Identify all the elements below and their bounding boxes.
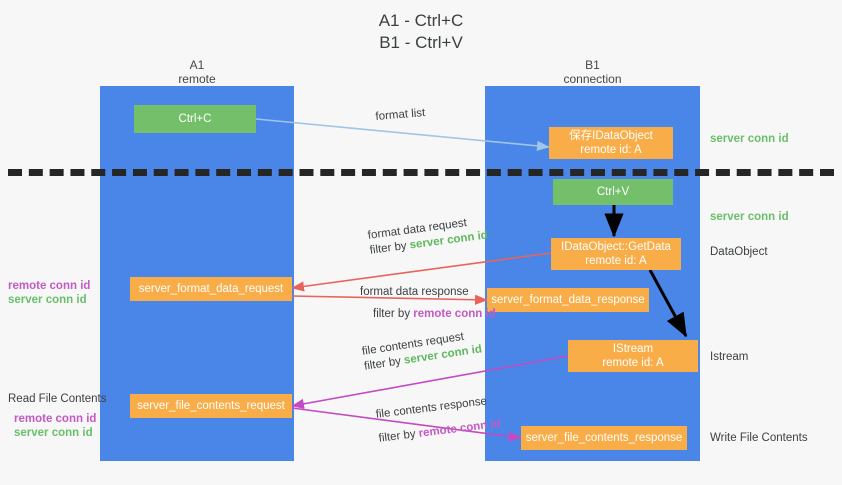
page-title: A1 - Ctrl+C B1 - Ctrl+V — [378, 11, 464, 52]
node-save-idataobject[interactable]: 保存IDataObject remote id: A — [549, 127, 673, 159]
filter-prefix: filter by — [369, 239, 411, 257]
node-server-file-contents-response[interactable]: server_file_contents_response — [521, 426, 687, 450]
right-label-dataobject: DataObject — [710, 246, 768, 258]
right-label-write-file-contents: Write File Contents — [710, 432, 808, 444]
edge-label-format-data-request: format data request filter by server con… — [367, 213, 489, 258]
lane-a1-header: A1 remote — [178, 58, 216, 86]
node-server-file-contents-request[interactable]: server_file_contents_request — [130, 394, 292, 418]
left-label-remote-conn-id-mid: remote conn id — [8, 280, 91, 292]
left-label-read-file-contents: Read File Contents — [8, 393, 107, 405]
right-label-istream: Istream — [710, 351, 749, 363]
node-server-format-data-request[interactable]: server_format_data_request — [130, 277, 292, 301]
node-server-format-data-response[interactable]: server_format_data_response — [487, 288, 649, 312]
edge-format-data-response-line1: format data response — [360, 286, 469, 298]
node-idataobject-getdata[interactable]: IDataObject::GetData remote id: A — [551, 238, 681, 270]
right-label-server-conn-id-second: server conn id — [710, 211, 789, 223]
right-label-server-conn-id-top: server conn id — [710, 133, 789, 145]
left-label-remote-conn-id-low: remote conn id — [14, 413, 97, 425]
edge-format-list-text: format list — [375, 107, 426, 123]
edge-label-file-contents-request: file contents request filter by server c… — [361, 327, 483, 374]
lane-b1-header: B1 connection — [563, 58, 622, 86]
node-ctrl-v[interactable]: Ctrl+V — [553, 179, 673, 205]
edge-format-data-response-line2: filter by remote conn id — [360, 307, 496, 322]
edge-label-format-list: format list — [375, 106, 426, 125]
edge-file-contents-response-line2: filter by remote conn id — [378, 417, 502, 447]
node-ctrl-c[interactable]: Ctrl+C — [134, 105, 256, 133]
phase-divider — [8, 169, 834, 176]
node-istream[interactable]: IStream remote id: A — [568, 340, 698, 372]
edge-label-format-data-response: format data response filter by remote co… — [360, 285, 496, 322]
left-label-server-conn-id-mid: server conn id — [8, 294, 87, 306]
filter-prefix: filter by — [373, 308, 414, 320]
filter-prefix: filter by — [378, 427, 420, 445]
filter-value-remote-conn-id: remote conn id — [413, 308, 496, 320]
left-label-server-conn-id-low: server conn id — [14, 427, 93, 439]
edge-label-file-contents-response: file contents response filter by remote … — [375, 393, 502, 447]
